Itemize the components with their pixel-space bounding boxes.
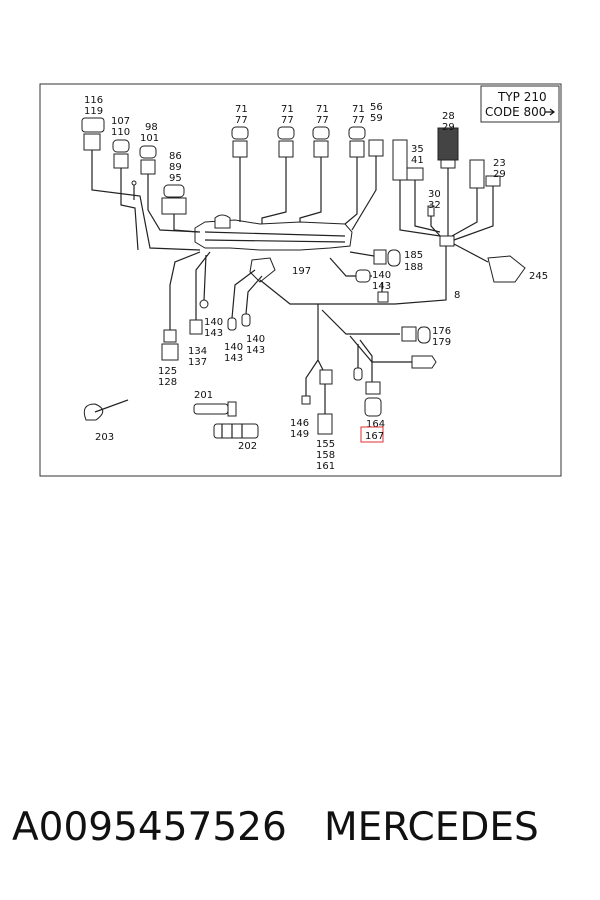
label-149: 149 <box>290 429 309 440</box>
label-71-d: 71 <box>352 104 365 115</box>
label-143-left: 143 <box>204 328 223 339</box>
branch-125-128 <box>161 251 201 361</box>
label-29-b: 29 <box>493 169 506 180</box>
highlighted-part-167[interactable]: 167 <box>360 426 384 443</box>
label-77-d: 77 <box>352 115 365 126</box>
label-95: 95 <box>169 173 182 184</box>
connector-71-77-c <box>299 126 330 222</box>
label-29-a: 29 <box>442 122 455 133</box>
connector-116-119 <box>81 117 201 251</box>
harness-main-body <box>194 214 353 283</box>
connector-185-188 <box>349 249 401 267</box>
connector-140-143-top <box>329 257 389 303</box>
part-number: A0095457526 <box>12 805 287 850</box>
label-86: 86 <box>169 151 182 162</box>
connector-23-29 <box>451 159 501 241</box>
label-59: 59 <box>370 113 383 124</box>
label-71-b: 71 <box>281 104 294 115</box>
connector-56-59 <box>351 139 384 231</box>
connector-28-29 <box>437 127 459 236</box>
label-161: 161 <box>316 461 335 472</box>
label-56: 56 <box>370 102 383 113</box>
wiring-harness-diagram: TYP 210 CODE 800 <box>39 83 562 477</box>
branch-140-143-low-b <box>241 275 263 327</box>
label-71-c: 71 <box>316 104 329 115</box>
label-143-right: 143 <box>246 345 265 356</box>
plug-part-201 <box>193 401 237 417</box>
label-155: 155 <box>316 439 335 450</box>
arrow-right-icon <box>545 108 555 116</box>
label-101: 101 <box>140 133 159 144</box>
connector-35-41 <box>392 139 441 237</box>
plug-part-202 <box>213 423 259 439</box>
label-77-a: 77 <box>235 115 248 126</box>
branch-176-179 <box>321 309 431 344</box>
label-107: 107 <box>111 116 130 127</box>
connector-30-32 <box>427 205 443 239</box>
label-140-mid: 140 <box>224 342 243 353</box>
cable-tie-part <box>83 399 129 421</box>
label-41: 41 <box>411 155 424 166</box>
branch-134-137 <box>189 251 211 335</box>
connector-71-77-a <box>231 126 249 222</box>
label-146: 146 <box>290 418 309 429</box>
label-35: 35 <box>411 144 424 155</box>
label-203: 203 <box>95 432 114 443</box>
label-128: 128 <box>158 377 177 388</box>
label-137: 137 <box>188 357 207 368</box>
label-201: 201 <box>194 390 213 401</box>
label-179: 179 <box>432 337 451 348</box>
connector-86-89-95 <box>161 184 199 233</box>
label-185: 185 <box>404 250 423 261</box>
label-134: 134 <box>188 346 207 357</box>
label-119: 119 <box>84 106 103 117</box>
part-caption: A0095457526 MERCEDES <box>12 805 592 865</box>
label-158: 158 <box>316 450 335 461</box>
type-code-box: TYP 210 CODE 800 <box>480 85 560 123</box>
label-32: 32 <box>428 200 441 211</box>
label-188: 188 <box>404 262 423 273</box>
branch-164-167 <box>349 335 437 417</box>
label-202: 202 <box>238 441 257 452</box>
label-77-c: 77 <box>316 115 329 126</box>
label-110: 110 <box>111 127 130 138</box>
connector-107-110 <box>112 139 139 251</box>
code-label: CODE 800 <box>485 105 546 119</box>
label-125: 125 <box>158 366 177 377</box>
type-label: TYP 210 <box>497 90 547 104</box>
connector-71-77-d <box>344 126 366 225</box>
label-98: 98 <box>145 122 158 133</box>
label-30: 30 <box>428 189 441 200</box>
label-245: 245 <box>529 271 548 282</box>
label-89: 89 <box>169 162 182 173</box>
label-8: 8 <box>454 290 460 301</box>
label-176: 176 <box>432 326 451 337</box>
label-164: 164 <box>366 419 385 430</box>
label-71-a: 71 <box>235 104 248 115</box>
label-23: 23 <box>493 158 506 169</box>
brand-name: MERCEDES <box>324 805 539 850</box>
label-143-top: 143 <box>372 281 391 292</box>
label-77-b: 77 <box>281 115 294 126</box>
label-143-mid: 143 <box>224 353 243 364</box>
label-140-left: 140 <box>204 317 223 328</box>
label-140-top: 140 <box>372 270 391 281</box>
label-197: 197 <box>292 266 311 277</box>
label-140-right: 140 <box>246 334 265 345</box>
branch-140-143-low-a <box>227 269 256 331</box>
label-28: 28 <box>442 111 455 122</box>
branch-155-161 <box>301 304 333 435</box>
label-116: 116 <box>84 95 103 106</box>
connector-71-77-b <box>261 126 295 224</box>
right-trunk <box>259 235 526 305</box>
label-167: 167 <box>365 431 384 442</box>
